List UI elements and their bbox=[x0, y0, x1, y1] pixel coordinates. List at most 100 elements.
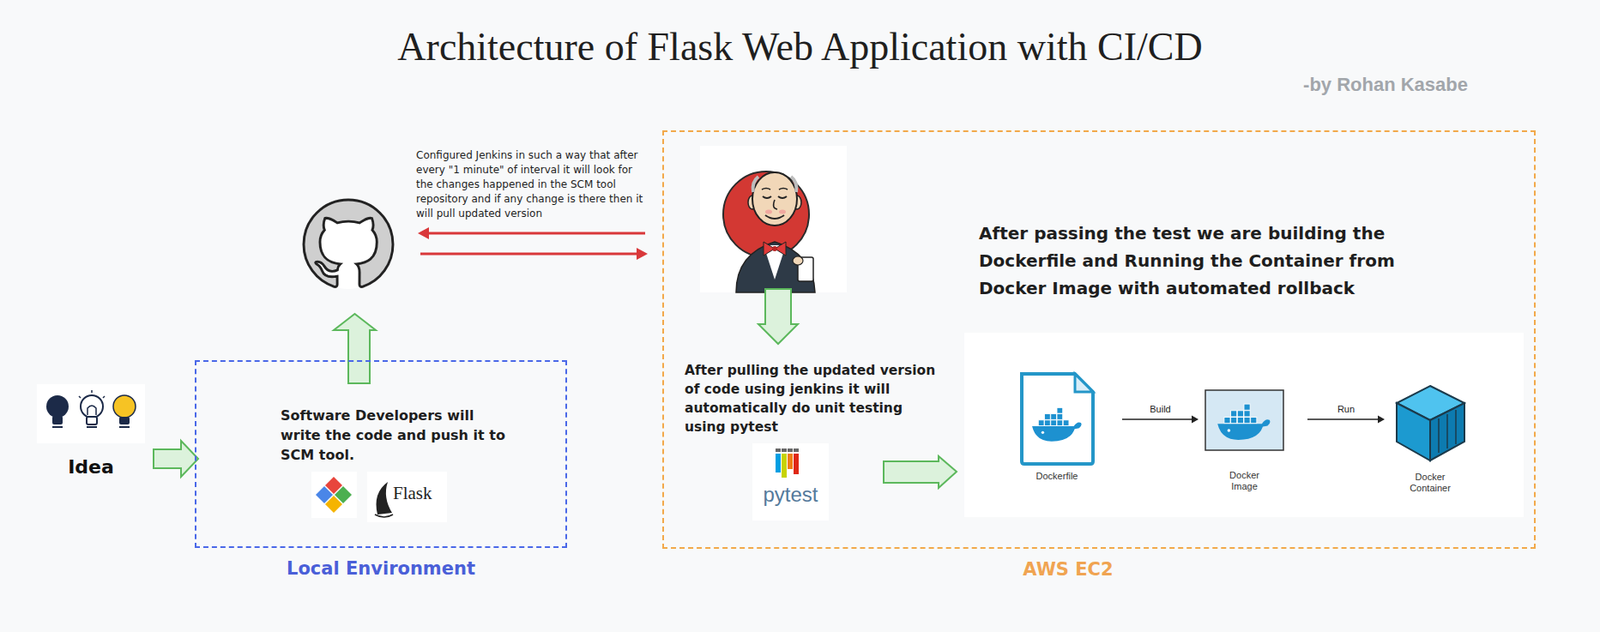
idea-icon bbox=[78, 396, 81, 399]
author-credit: -by Rohan Kasabe bbox=[1303, 73, 1468, 97]
docker-image-icon bbox=[1205, 390, 1284, 451]
github-logo bbox=[303, 199, 393, 290]
pull-arrow bbox=[758, 289, 798, 345]
pytest-logo bbox=[752, 443, 829, 521]
github-logo bbox=[303, 199, 393, 290]
pytest-logo bbox=[787, 448, 793, 453]
poll-arrows bbox=[417, 227, 648, 260]
jenkins-logo bbox=[761, 188, 771, 191]
idea-icon bbox=[102, 396, 105, 399]
node-text: Docker Image bbox=[1218, 470, 1271, 493]
jenkins-logo bbox=[790, 176, 797, 193]
idea-icon bbox=[119, 426, 130, 429]
poll-arrows bbox=[636, 247, 648, 260]
container-cube bbox=[1396, 403, 1431, 461]
idea-icon bbox=[119, 416, 130, 425]
jenkins-logo bbox=[723, 171, 810, 258]
flow-arrow bbox=[1307, 416, 1385, 424]
dockerfile-icon bbox=[1032, 407, 1082, 441]
jenkins-logo bbox=[753, 176, 759, 193]
note-text: After pulling the updated version of cod… bbox=[684, 361, 942, 437]
flask-logo bbox=[367, 471, 447, 523]
idea-icon bbox=[36, 384, 145, 444]
idea-icon bbox=[113, 395, 136, 418]
jenkins-logo bbox=[736, 241, 816, 293]
jenkins-logo bbox=[778, 196, 787, 199]
jenkins-logo bbox=[700, 145, 847, 293]
github-logo bbox=[303, 199, 393, 287]
idea-icon bbox=[87, 405, 97, 416]
pytest-logo bbox=[775, 448, 781, 453]
dockerfile-icon bbox=[1021, 374, 1093, 465]
push-arrow bbox=[333, 313, 376, 384]
flow-arrow bbox=[153, 440, 199, 477]
docker-panel bbox=[964, 332, 1524, 518]
idea-icon bbox=[90, 390, 93, 393]
arrow-head bbox=[1377, 416, 1385, 424]
jenkins-logo bbox=[773, 199, 778, 210]
arrow-head bbox=[1191, 416, 1199, 424]
flow-arrow-line bbox=[1122, 418, 1194, 421]
docker-image-icon bbox=[1217, 404, 1270, 441]
node-text: Dockerfile bbox=[1015, 470, 1099, 483]
flow-arrow bbox=[1122, 416, 1199, 424]
poll-arrows bbox=[420, 253, 639, 256]
idea-icon bbox=[86, 426, 97, 429]
node-text: Idea bbox=[36, 456, 145, 479]
flask-logo bbox=[367, 471, 447, 523]
pytest-logo bbox=[793, 448, 799, 453]
container-cube bbox=[1446, 414, 1449, 449]
idea-icon bbox=[46, 395, 69, 418]
idea-icon bbox=[80, 395, 103, 418]
container-cube bbox=[1396, 386, 1465, 461]
pytest-logo bbox=[781, 453, 787, 478]
pytest-logo bbox=[781, 448, 787, 453]
poll-arrows bbox=[427, 232, 646, 236]
note-text: Configured Jenkins in such a way that af… bbox=[416, 148, 653, 222]
node-text: AWS EC2 bbox=[982, 558, 1154, 581]
flow-arrow-body bbox=[153, 440, 199, 477]
idea-box: Idea bbox=[36, 384, 145, 483]
git-logo bbox=[325, 495, 343, 514]
logo-text: Flask bbox=[392, 482, 433, 505]
idea-icon bbox=[52, 416, 63, 425]
edge-label: Run bbox=[1337, 404, 1355, 416]
docker-image-icon bbox=[1205, 390, 1284, 451]
idea-icon bbox=[86, 416, 97, 425]
jenkins-logo bbox=[762, 196, 772, 199]
pytest-logo bbox=[775, 453, 781, 473]
container-cube bbox=[1430, 403, 1465, 461]
edge-label: Build bbox=[1149, 404, 1171, 416]
jenkins-logo bbox=[752, 172, 797, 226]
logo-text: pytest bbox=[752, 483, 829, 508]
node-text: Local Environment bbox=[196, 557, 566, 580]
jenkins-logo bbox=[778, 188, 788, 191]
flow-arrow-line bbox=[1307, 418, 1380, 421]
dockerfile-icon bbox=[1021, 374, 1093, 465]
container-cube bbox=[1437, 418, 1440, 453]
flask-logo bbox=[376, 482, 393, 515]
pytest-logo bbox=[787, 453, 793, 470]
diagram-title: Architecture of Flask Web Application wi… bbox=[0, 24, 1600, 71]
container-cube bbox=[1455, 410, 1457, 445]
github-logo bbox=[303, 199, 393, 287]
deploy-arrow bbox=[883, 456, 957, 489]
jenkins-logo bbox=[772, 246, 778, 252]
node-text: Docker Container bbox=[1404, 471, 1456, 495]
idea-icon bbox=[52, 426, 63, 429]
jenkins-logo bbox=[765, 215, 785, 219]
poll-arrows bbox=[417, 227, 429, 240]
pytest-logo bbox=[752, 443, 829, 521]
jenkins-logo bbox=[792, 256, 804, 266]
git-logo bbox=[311, 471, 357, 519]
image-icon: Docker Image bbox=[1205, 387, 1284, 496]
node-text: Software Developers will write the code … bbox=[280, 405, 506, 465]
file-icon: Dockerfile bbox=[1015, 368, 1099, 486]
environment-region: Software Developers will write the code … bbox=[194, 360, 568, 549]
git-logo bbox=[311, 471, 357, 519]
jenkins-logo bbox=[765, 210, 773, 215]
jenkins-logo bbox=[700, 145, 847, 293]
dockerfile-icon bbox=[1074, 374, 1093, 393]
jenkins-logo bbox=[778, 210, 786, 215]
